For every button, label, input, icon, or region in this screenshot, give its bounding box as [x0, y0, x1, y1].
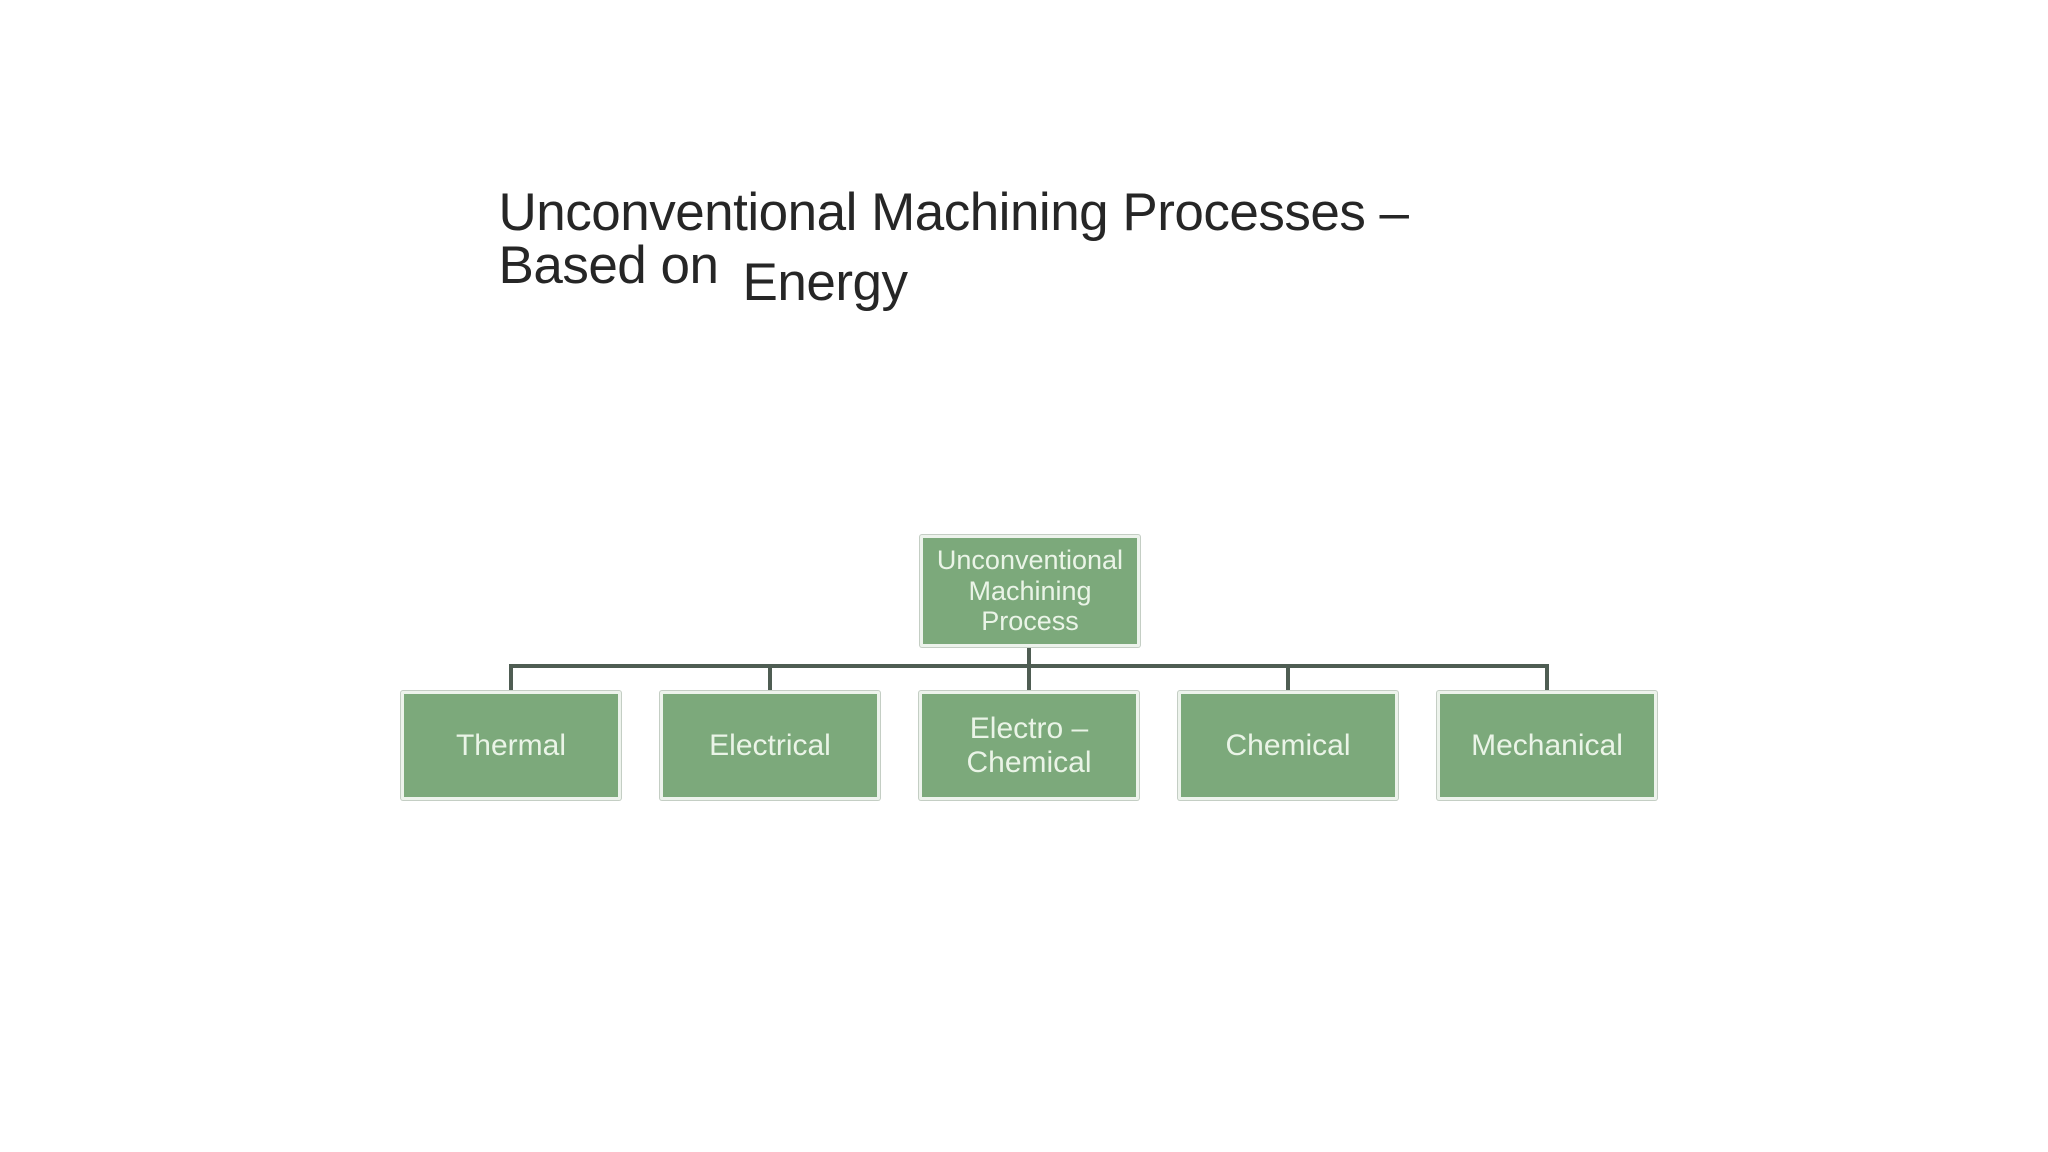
org-node-electro-chemical: Electro – Chemical — [919, 691, 1139, 800]
org-node-root-label: Unconventional Machining Process — [936, 545, 1124, 637]
connector-child-drops — [768, 664, 1290, 691]
org-node-mechanical: Mechanical — [1437, 691, 1657, 800]
org-node-mechanical-label: Mechanical — [1471, 728, 1623, 762]
org-node-chemical-label: Chemical — [1225, 728, 1351, 762]
org-node-root: Unconventional Machining Process — [920, 535, 1140, 647]
org-node-chemical: Chemical — [1178, 691, 1398, 800]
slide-title-line-1: Unconventional Machining Processes – Bas… — [498, 183, 1437, 295]
org-node-thermal-label: Thermal — [455, 728, 567, 762]
org-node-electrical: Electrical — [660, 691, 880, 800]
slide-title-line-2: Energy — [742, 253, 908, 312]
org-node-electrical-label: Electrical — [709, 728, 831, 762]
org-node-thermal: Thermal — [401, 691, 621, 800]
org-node-electro-chemical-label: Electro – Chemical — [966, 711, 1092, 779]
